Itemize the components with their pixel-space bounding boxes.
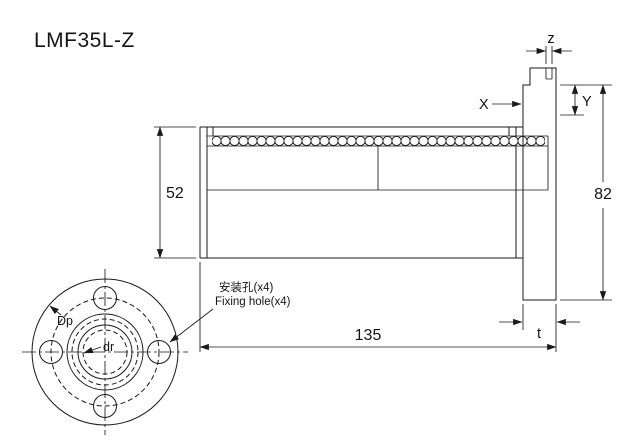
dim-label-y: Y: [582, 94, 592, 110]
fixing-hole-label-en: Fixing hole(x4): [215, 296, 291, 308]
dim-label-135: 135: [355, 327, 382, 344]
fixing-hole-annotation: 安装孔(x4) Fixing hole(x4): [169, 280, 291, 343]
circlip-groove: [545, 68, 553, 80]
dim-label-z: z: [547, 31, 554, 47]
sleeve-circle: [66, 313, 144, 391]
dim-groove-width: z: [526, 31, 572, 64]
bolt-pitch-circle: [50, 297, 160, 407]
dim-label-82: 82: [594, 186, 612, 203]
dim-label-dp: Dp: [57, 314, 73, 328]
dim-groove-height: Y: [560, 84, 592, 116]
flange-outer-circle: [31, 278, 179, 426]
dim-label-dr: dr: [103, 340, 114, 354]
flange-outline: [522, 67, 557, 301]
fixing-hole-leader: [169, 308, 214, 343]
dim-flange-thickness: t: [499, 304, 580, 342]
bolt-hole-right: [147, 340, 171, 364]
extension-lines: [545, 46, 553, 64]
bore-circle: [77, 324, 133, 380]
bore-inner-circle: [82, 329, 128, 375]
dp-leader: [49, 305, 62, 316]
dim-groove-offset: X: [479, 97, 522, 113]
dim-label-52: 52: [166, 185, 184, 202]
centerlines: [22, 269, 188, 435]
dim-length: 135: [199, 262, 557, 352]
dim-flange-diameter: 82: [560, 84, 612, 301]
fixing-hole-label-cn: 安装孔(x4): [219, 280, 273, 294]
cylinder-outline: [199, 126, 523, 259]
front-view: Dp dr: [22, 269, 188, 435]
side-view: [199, 67, 557, 301]
bolt-hole-left: [39, 340, 63, 364]
ball-row: [212, 136, 545, 146]
dim-outer-diameter: 52: [154, 126, 196, 259]
dim-label-x: X: [479, 97, 489, 113]
dr-leader: [83, 346, 102, 354]
bolt-hole-top: [93, 286, 117, 310]
dim-label-t: t: [537, 326, 541, 342]
part-number-title: LMF35L-Z: [34, 29, 135, 52]
ball-track-circle: [71, 318, 139, 386]
bolt-hole-bottom: [93, 394, 117, 418]
